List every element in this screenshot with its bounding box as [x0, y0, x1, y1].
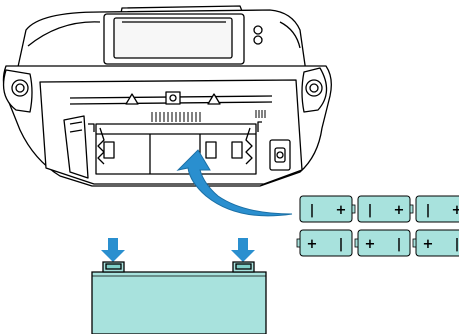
- boombox-rear-illustration: [2, 5, 332, 187]
- battery-polarity-left: +: [423, 237, 434, 252]
- battery-group: |+|+|++|+|+|: [296, 195, 459, 257]
- battery-polarity-right: |: [339, 237, 344, 252]
- battery-polarity-left: |: [368, 203, 373, 218]
- insert-arrow-icon: [176, 149, 293, 217]
- battery-body: [415, 195, 459, 223]
- push-down-arrow-icon: [231, 238, 255, 262]
- battery-icon: +|: [412, 229, 459, 257]
- battery-icon: |+: [415, 195, 459, 223]
- battery-terminal: [409, 204, 414, 214]
- push-down-arrow-icon: [101, 238, 125, 262]
- battery-polarity-left: |: [310, 203, 315, 218]
- battery-icon: |+: [357, 195, 414, 223]
- battery-polarity-right: +: [336, 203, 347, 218]
- battery-polarity-left: +: [365, 237, 376, 252]
- battery-polarity-right: +: [452, 203, 459, 218]
- battery-polarity-right: |: [455, 237, 459, 252]
- battery-terminal: [412, 238, 417, 248]
- battery-polarity-right: +: [394, 203, 405, 218]
- battery-polarity-left: |: [426, 203, 431, 218]
- battery-icon: +|: [354, 229, 411, 257]
- battery-polarity-left: +: [307, 237, 318, 252]
- battery-polarity-right: |: [397, 237, 402, 252]
- battery-icon: +|: [296, 229, 353, 257]
- battery-icon: |+: [299, 195, 356, 223]
- battery-cover: [91, 261, 267, 334]
- battery-terminal: [354, 238, 359, 248]
- battery-terminal: [296, 238, 301, 248]
- battery-terminal: [351, 204, 356, 214]
